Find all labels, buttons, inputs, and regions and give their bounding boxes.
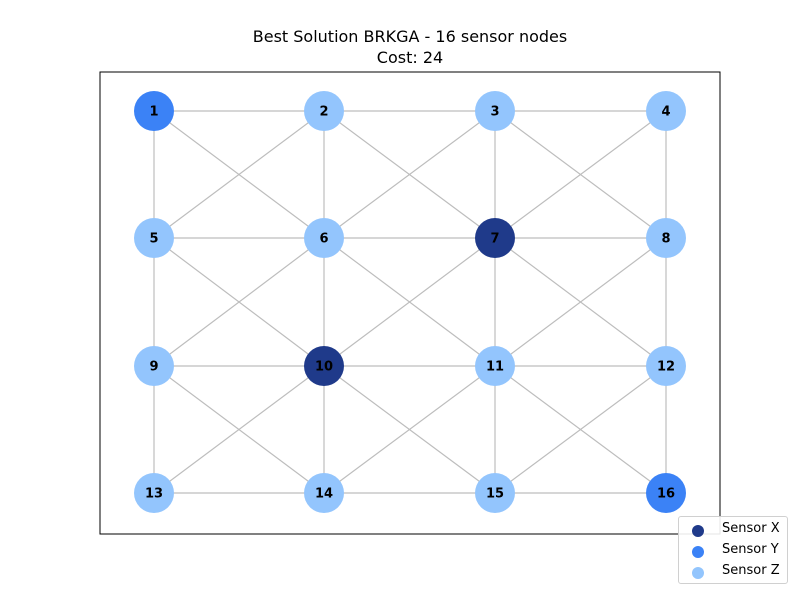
- node-circle-16: [646, 473, 686, 513]
- node-16: 16: [646, 473, 686, 513]
- node-14: 14: [304, 473, 344, 513]
- node-circle-4: [646, 91, 686, 131]
- node-6: 6: [304, 218, 344, 258]
- node-label-14: 14: [315, 487, 333, 502]
- node-7: 7: [475, 218, 515, 258]
- node-circle-10: [304, 346, 344, 386]
- node-10: 10: [304, 346, 344, 386]
- legend-marker-sensor-z: [692, 567, 704, 579]
- node-label-7: 7: [490, 232, 499, 247]
- node-circle-6: [304, 218, 344, 258]
- node-label-16: 16: [657, 487, 675, 502]
- legend-item-sensor-z: Sensor Z: [679, 561, 789, 581]
- node-label-1: 1: [149, 105, 158, 120]
- node-label-3: 3: [490, 105, 499, 120]
- legend-marker-sensor-y: [692, 546, 704, 558]
- node-label-15: 15: [486, 487, 504, 502]
- legend-label-sensor-y: Sensor Y: [722, 542, 779, 557]
- node-label-10: 10: [315, 360, 333, 375]
- edge-12-15: [494, 365, 667, 494]
- node-label-13: 13: [145, 487, 163, 502]
- node-circle-9: [134, 346, 174, 386]
- node-circle-8: [646, 218, 686, 258]
- node-circle-7: [475, 218, 515, 258]
- node-3: 3: [475, 91, 515, 131]
- figure-subtitle-cost: Cost: 24: [376, 48, 444, 67]
- node-1: 1: [134, 91, 174, 131]
- plot-frame: [99, 71, 721, 535]
- node-circle-12: [646, 346, 686, 386]
- node-label-5: 5: [149, 232, 158, 247]
- legend-label-sensor-x: Sensor X: [722, 521, 780, 536]
- node-label-6: 6: [319, 232, 328, 247]
- node-circle-13: [134, 473, 174, 513]
- node-8: 8: [646, 218, 686, 258]
- node-label-4: 4: [661, 105, 670, 120]
- node-circle-5: [134, 218, 174, 258]
- node-11: 11: [475, 346, 515, 386]
- legend: Sensor X Sensor Y Sensor Z: [678, 516, 788, 584]
- legend-item-sensor-y: Sensor Y: [679, 540, 789, 560]
- legend-marker-sensor-x: [692, 525, 704, 537]
- node-label-12: 12: [657, 360, 675, 375]
- edge-3-6: [323, 110, 496, 239]
- edges-layer: [153, 110, 667, 494]
- figure-title: Best Solution BRKGA - 16 sensor nodes: [252, 27, 568, 46]
- node-15: 15: [475, 473, 515, 513]
- node-circle-14: [304, 473, 344, 513]
- node-circle-1: [134, 91, 174, 131]
- node-12: 12: [646, 346, 686, 386]
- node-label-2: 2: [319, 105, 328, 120]
- node-4: 4: [646, 91, 686, 131]
- edge-11-14: [323, 365, 496, 494]
- node-circle-11: [475, 346, 515, 386]
- edge-8-11: [494, 237, 667, 367]
- node-9: 9: [134, 346, 174, 386]
- legend-label-sensor-z: Sensor Z: [722, 563, 780, 578]
- node-2: 2: [304, 91, 344, 131]
- node-label-11: 11: [486, 360, 504, 375]
- edge-6-9: [153, 237, 325, 367]
- node-circle-15: [475, 473, 515, 513]
- edge-10-13: [153, 365, 325, 494]
- edge-7-10: [323, 237, 496, 367]
- legend-item-sensor-x: Sensor X: [679, 519, 789, 539]
- node-circle-3: [475, 91, 515, 131]
- node-13: 13: [134, 473, 174, 513]
- edge-4-7: [494, 110, 667, 239]
- node-5: 5: [134, 218, 174, 258]
- node-circle-2: [304, 91, 344, 131]
- node-label-9: 9: [149, 360, 158, 375]
- node-label-8: 8: [661, 232, 670, 247]
- edge-2-5: [153, 110, 325, 239]
